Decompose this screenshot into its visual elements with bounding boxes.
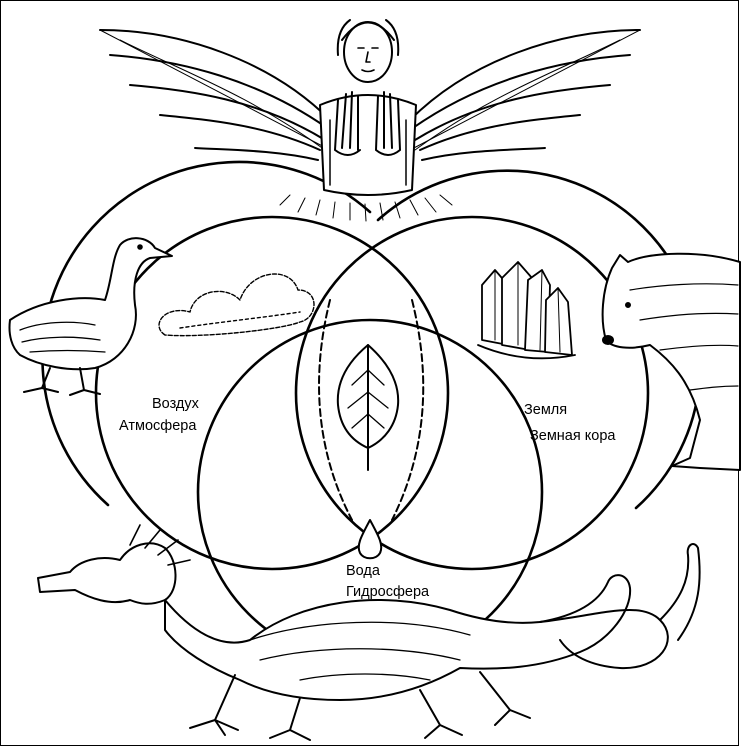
water-label: Вода [346, 563, 381, 579]
goose-legs [23, 367, 101, 396]
atmosphere-label: Атмосфера [119, 418, 197, 434]
venn-circles [41, 160, 702, 666]
earth-circle-outer-arc [376, 169, 702, 510]
water-drop-icon [357, 519, 383, 560]
air-label: Воздух [152, 396, 200, 412]
figure-hair [336, 19, 400, 56]
air-circle-outer-arc [41, 160, 372, 507]
labels: Воздух Атмосфера Земля Земная кора Вода … [119, 396, 616, 600]
bear-icon [601, 252, 741, 471]
hydrosphere-label: Гидросфера [346, 584, 430, 600]
earth-crust-label: Земная кора [530, 428, 616, 444]
earth-circle [294, 215, 650, 571]
center-lens-dashed-left [318, 299, 353, 521]
winged-figure-icon [99, 19, 641, 222]
earth-label: Земля [524, 402, 567, 418]
figure-radiance [279, 194, 453, 222]
center-lens-dashed-right [391, 299, 425, 521]
right-wing [409, 29, 641, 161]
crystal-icon [477, 261, 576, 360]
dragon-icon [37, 524, 701, 741]
figure-right-hand [375, 91, 401, 156]
goose-icon [8, 237, 173, 396]
leaf-icon [336, 344, 400, 471]
left-wing [99, 29, 331, 161]
figure-left-hand [334, 91, 361, 156]
cloud-icon [158, 273, 315, 337]
